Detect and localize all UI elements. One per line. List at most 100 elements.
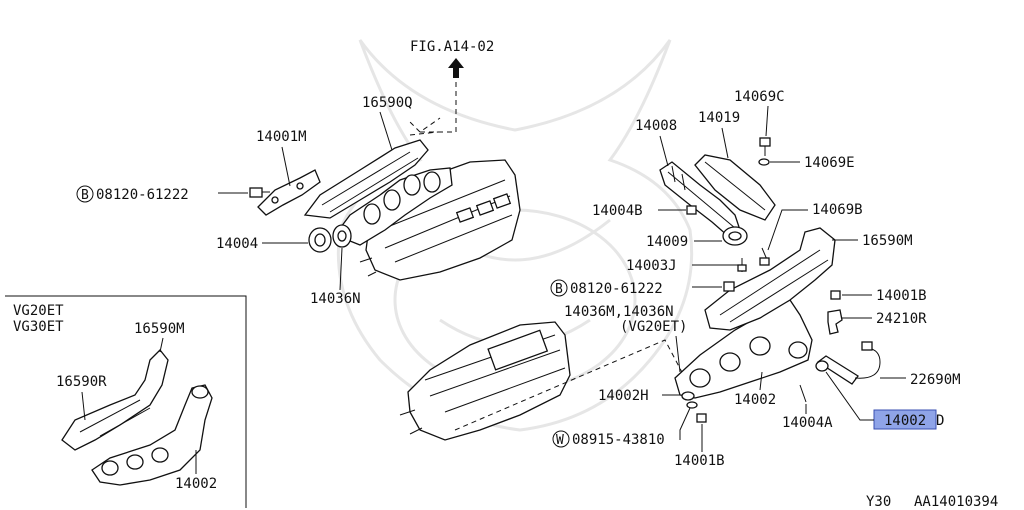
callout-16590M[interactable]: 16590M: [832, 233, 913, 249]
label-14036N: 14036N: [310, 291, 361, 307]
callout-24210R[interactable]: 24210R: [842, 311, 927, 327]
label-bolt-left: 08120-61222: [96, 187, 189, 203]
callout-14069C[interactable]: 14069C: [734, 89, 785, 137]
callout-22690M[interactable]: 22690M: [880, 372, 961, 388]
callout-washer-08915-43810[interactable]: W 08915-43810: [552, 407, 691, 448]
inset-title-vg20et: VG20ET: [13, 303, 64, 319]
callout-inset-16590R[interactable]: 16590R: [56, 374, 107, 421]
label-14004: 14004: [216, 236, 258, 252]
label-14002H: 14002H: [598, 388, 649, 404]
label-circle-b-right: B: [555, 282, 563, 297]
bolt-14069C: [759, 137, 771, 156]
gasket-14001M: [257, 169, 321, 216]
callout-14004[interactable]: 14004: [216, 236, 308, 252]
leader-14002: [759, 371, 763, 391]
callout-14002[interactable]: 14002: [734, 371, 776, 408]
leader-inset-16590R: [81, 391, 86, 421]
nut-14004B: [686, 205, 697, 215]
label-washer: 08915-43810: [572, 432, 665, 448]
callout-inset-16590M[interactable]: 16590M: [134, 321, 185, 353]
label-14004A: 14004A: [782, 415, 833, 431]
inset-title-vg30et: VG30ET: [13, 319, 64, 335]
label-14001B-top: 14001B: [876, 288, 927, 304]
bracket-24210R: [827, 309, 843, 335]
gasket-14009: [722, 226, 748, 246]
label-inset-16590M: 16590M: [134, 321, 185, 337]
footer-model: Y30: [866, 494, 891, 510]
label-14069B: 14069B: [812, 202, 863, 218]
callout-14008[interactable]: 14008: [635, 118, 677, 167]
label-16590M: 16590M: [862, 233, 913, 249]
washer-14069E: [758, 158, 770, 166]
leader-14001M: [281, 146, 291, 187]
heat-shield-16590M: [704, 227, 836, 331]
label-14001B-bottom: 14001B: [674, 453, 725, 469]
callout-14069B[interactable]: 14069B: [767, 202, 863, 251]
callout-14001M[interactable]: 14001M: [256, 129, 307, 187]
leader-14036M: [675, 335, 681, 373]
callout-14001B-bottom[interactable]: 14001B: [674, 424, 725, 469]
label-14004B: 14004B: [592, 203, 643, 219]
circled-w-icon: [552, 430, 570, 448]
fig-reference-label: FIG.A14-02: [410, 39, 494, 55]
leader-inset-16590M: [159, 337, 164, 353]
callout-14002H[interactable]: 14002H: [598, 388, 682, 404]
label-circle-b: B: [81, 188, 89, 203]
label-14003J: 14003J: [626, 258, 677, 274]
leader-washer: [679, 407, 691, 440]
washer-14002H: [681, 391, 695, 401]
stud-14003J: [737, 258, 747, 272]
gasket-14004: [308, 227, 332, 253]
label-14069C: 14069C: [734, 89, 785, 105]
label-14069E: 14069E: [804, 155, 855, 171]
leader-14002D: [825, 371, 874, 421]
callout-14019[interactable]: 14019: [698, 110, 740, 159]
engine-head-right: [399, 321, 571, 441]
plug-14002D: [815, 360, 829, 372]
callout-14001B-top[interactable]: 14001B: [842, 288, 927, 304]
label-inset-14002: 14002: [175, 476, 217, 492]
bolt-right-08120: [723, 281, 735, 292]
inset-heat-shield: [61, 349, 169, 451]
callout-14036N[interactable]: 14036N: [310, 247, 361, 307]
inset-manifold: [91, 384, 213, 486]
label-14002D-suffix: D: [936, 413, 944, 429]
bolt-left: [249, 187, 270, 198]
label-24210R: 24210R: [876, 311, 927, 327]
callout-inset-14002[interactable]: 14002: [175, 450, 217, 492]
callout-14004A[interactable]: 14004A: [782, 404, 833, 431]
gasket-14036N: [332, 224, 352, 248]
label-14008: 14008: [635, 118, 677, 134]
callout-14009[interactable]: 14009: [646, 234, 722, 250]
circled-b-icon: [76, 185, 94, 203]
callout-14004B[interactable]: 14004B: [592, 203, 686, 219]
leader-dashed-right: [454, 339, 686, 431]
leader-14008: [659, 135, 669, 167]
heat-shield-16590Q: [303, 139, 429, 219]
nut-14001B-top: [830, 290, 841, 300]
callout-14069E[interactable]: 14069E: [770, 155, 855, 171]
leader-dashed-top: [409, 131, 439, 136]
leader-fig-ref: [409, 82, 457, 133]
inset-panel: VG20ET VG30ET 16590M 16590R 14002: [5, 295, 247, 508]
exhaust-manifold-14002: [674, 299, 813, 399]
label-22690M: 22690M: [910, 372, 961, 388]
callout-14002D[interactable]: 14002 D: [825, 371, 944, 430]
label-14019: 14019: [698, 110, 740, 126]
leader-16590Q: [379, 111, 393, 151]
callout-bolt-08120-61222-left[interactable]: B 08120-61222: [76, 185, 248, 203]
leader-14019: [721, 127, 729, 159]
leader-14036N: [339, 247, 343, 291]
callout-14036M-14036N[interactable]: 14036M,14036N (VG20ET): [564, 304, 687, 373]
fig-reference[interactable]: FIG.A14-02: [410, 39, 494, 78]
callout-16590Q[interactable]: 16590Q: [362, 95, 413, 151]
label-14036M-14036N: 14036M,14036N: [564, 304, 674, 320]
callout-bolt-08120-61222-right[interactable]: B 08120-61222: [550, 279, 722, 297]
nut-14001B-bottom: [696, 413, 707, 423]
label-vg20et-note: (VG20ET): [620, 319, 687, 335]
label-16590Q: 16590Q: [362, 95, 413, 111]
oxygen-sensor-22690M: [816, 341, 881, 385]
label-14002: 14002: [734, 392, 776, 408]
callout-14003J[interactable]: 14003J: [626, 258, 738, 274]
